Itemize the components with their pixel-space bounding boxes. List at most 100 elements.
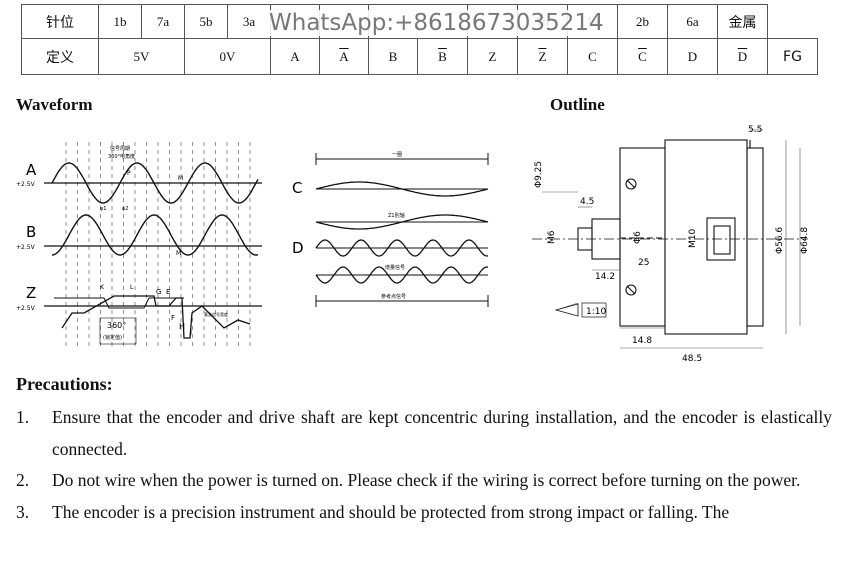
pin-definition-text: D (737, 48, 748, 64)
outline-drawing: 1:10 5.5 Φ9.25 4.5 M6 Φ6 M10 25 14.2 Φ56… (532, 125, 810, 364)
label-b-ref: +2.5V (16, 244, 36, 251)
annot-m: M (178, 175, 183, 182)
pin-definition-cell: B (417, 38, 468, 75)
wave-d (315, 239, 489, 257)
pin-definition-text: FG (783, 48, 802, 65)
pin-definition-text: Z (538, 48, 547, 64)
dim-m10: M10 (688, 229, 698, 248)
annot-m-b: M (176, 250, 181, 257)
pin-definition-cell: C (567, 38, 618, 75)
pin-definition-cell: D (717, 38, 768, 75)
precaution-number: 3. (16, 501, 30, 522)
pin-definition-text: 0V (219, 48, 236, 64)
precautions-list: 1. Ensure that the encoder and drive shaf… (16, 402, 832, 528)
watermark: WhatsApp:+8618673035214 (266, 10, 607, 36)
pin-cell: 针位 (21, 4, 99, 39)
annot-f: F (171, 314, 175, 322)
label-a: A (26, 161, 37, 179)
pin-definition-cell: C (617, 38, 668, 75)
annot-phi2: φ2 (122, 206, 128, 212)
abz-waveform-diagram: A +2.5V B +2.5V Z +2.5V 信号周期 360°电角度 P M… (16, 142, 262, 350)
screw-bottom (625, 284, 637, 296)
dim-phi-56-6: Φ56.6 (775, 227, 785, 254)
annot-one-rev: 一圈 (392, 152, 402, 158)
annot-note: 基准信号宽度 (204, 311, 228, 317)
dim-14-8: 14.8 (632, 336, 652, 346)
label-d: D (292, 239, 304, 257)
wave-c (315, 181, 489, 197)
pin-cell: 1b (98, 4, 142, 39)
pin-cell: 金属 (717, 4, 768, 39)
pin-definition-text: 定义 (46, 49, 74, 66)
dim-m6: M6 (547, 230, 557, 244)
wave-d-inverse (315, 266, 489, 284)
pin-definition-text: Z (488, 48, 497, 64)
precaution-number: 1. (16, 407, 30, 427)
dim-14-2: 14.2 (595, 272, 615, 282)
rear-cap (746, 147, 764, 327)
dim-phi-9-25: Φ9.25 (534, 161, 544, 188)
wave-b (51, 214, 259, 256)
annot-h: H (179, 322, 185, 331)
cd-waveform-diagram: C D 一圈 Z1別轴 增量信号 参考点信号 (292, 152, 489, 307)
precaution-item: 2. Do not wire when the power is turned o… (16, 465, 832, 497)
dim-48-5: 48.5 (682, 354, 702, 364)
annot-e: E (166, 288, 170, 296)
pin-definition-cell: 定义 (21, 38, 99, 75)
pin-cell: 6a (667, 4, 718, 39)
dim-5-5: 5.5 (748, 125, 762, 135)
pin-definition-cell: FG (767, 38, 818, 75)
wave-z-ref (54, 297, 184, 309)
encoder-body (664, 139, 748, 335)
precaution-number: 2. (16, 470, 30, 490)
label-a-ref: +2.5V (16, 181, 36, 188)
annot-reference: 参考点信号 (381, 293, 406, 300)
pin-definition-cell: 0V (184, 38, 271, 75)
precaution-text: Ensure that the encoder and drive shaft … (52, 407, 832, 459)
pin-definition-text: A (290, 48, 300, 64)
annot-phi1: φ1 (100, 206, 106, 212)
dim-25: 25 (638, 258, 649, 268)
annot-p: P (127, 170, 131, 177)
pin-definition-text: B (388, 48, 398, 64)
precaution-text: Do not wire when the power is turned on.… (52, 470, 801, 490)
pin-cell: 5b (184, 4, 228, 39)
pin-cell: 2b (617, 4, 668, 39)
wave-z (61, 295, 251, 339)
annot-increment: 增量信号 (385, 264, 405, 271)
pin-definition-cell: B (368, 38, 418, 75)
precaution-item: 1. Ensure that the encoder and drive shaf… (16, 402, 832, 465)
pin-definition-text: B (438, 48, 447, 64)
pin-definition-cell: A (270, 38, 320, 75)
annot-360: 360°电角度 (108, 153, 135, 160)
precaution-item: 3. The encoder is a precision instrument … (16, 497, 832, 529)
pin-cell: 7a (141, 4, 185, 39)
annot-cycle: 信号周期 (110, 145, 130, 152)
scale-box (581, 302, 607, 318)
label-c: C (292, 179, 302, 197)
dim-phi-64-8: Φ64.8 (800, 227, 810, 254)
pin-definition-cell: 5V (98, 38, 185, 75)
pin-definition-cell: Z (467, 38, 518, 75)
view-arrow (554, 303, 579, 317)
pin-definition-text: C (638, 48, 647, 64)
dim-4-5: 4.5 (580, 197, 594, 207)
pin-definition-text: 5V (133, 48, 150, 64)
annot-g: G (156, 288, 161, 296)
pin-definition-cell: Z (517, 38, 568, 75)
screw-top (625, 178, 637, 190)
precautions-heading: Precautions: (16, 374, 113, 394)
pin-definition-text: C (588, 48, 597, 64)
annot-z360: 360° (107, 321, 126, 330)
dim-phi-6: Φ6 (633, 231, 643, 244)
wave-c-inverse (315, 214, 489, 230)
annot-j: J (189, 328, 192, 336)
annot-l: L (130, 284, 134, 291)
annot-k: K (100, 284, 105, 291)
pin-definition-cell: D (667, 38, 718, 75)
pin-cell: 3a (227, 4, 271, 39)
dim-scale: 1:10 (586, 307, 606, 317)
precaution-text: The encoder is a precision instrument an… (52, 501, 730, 522)
